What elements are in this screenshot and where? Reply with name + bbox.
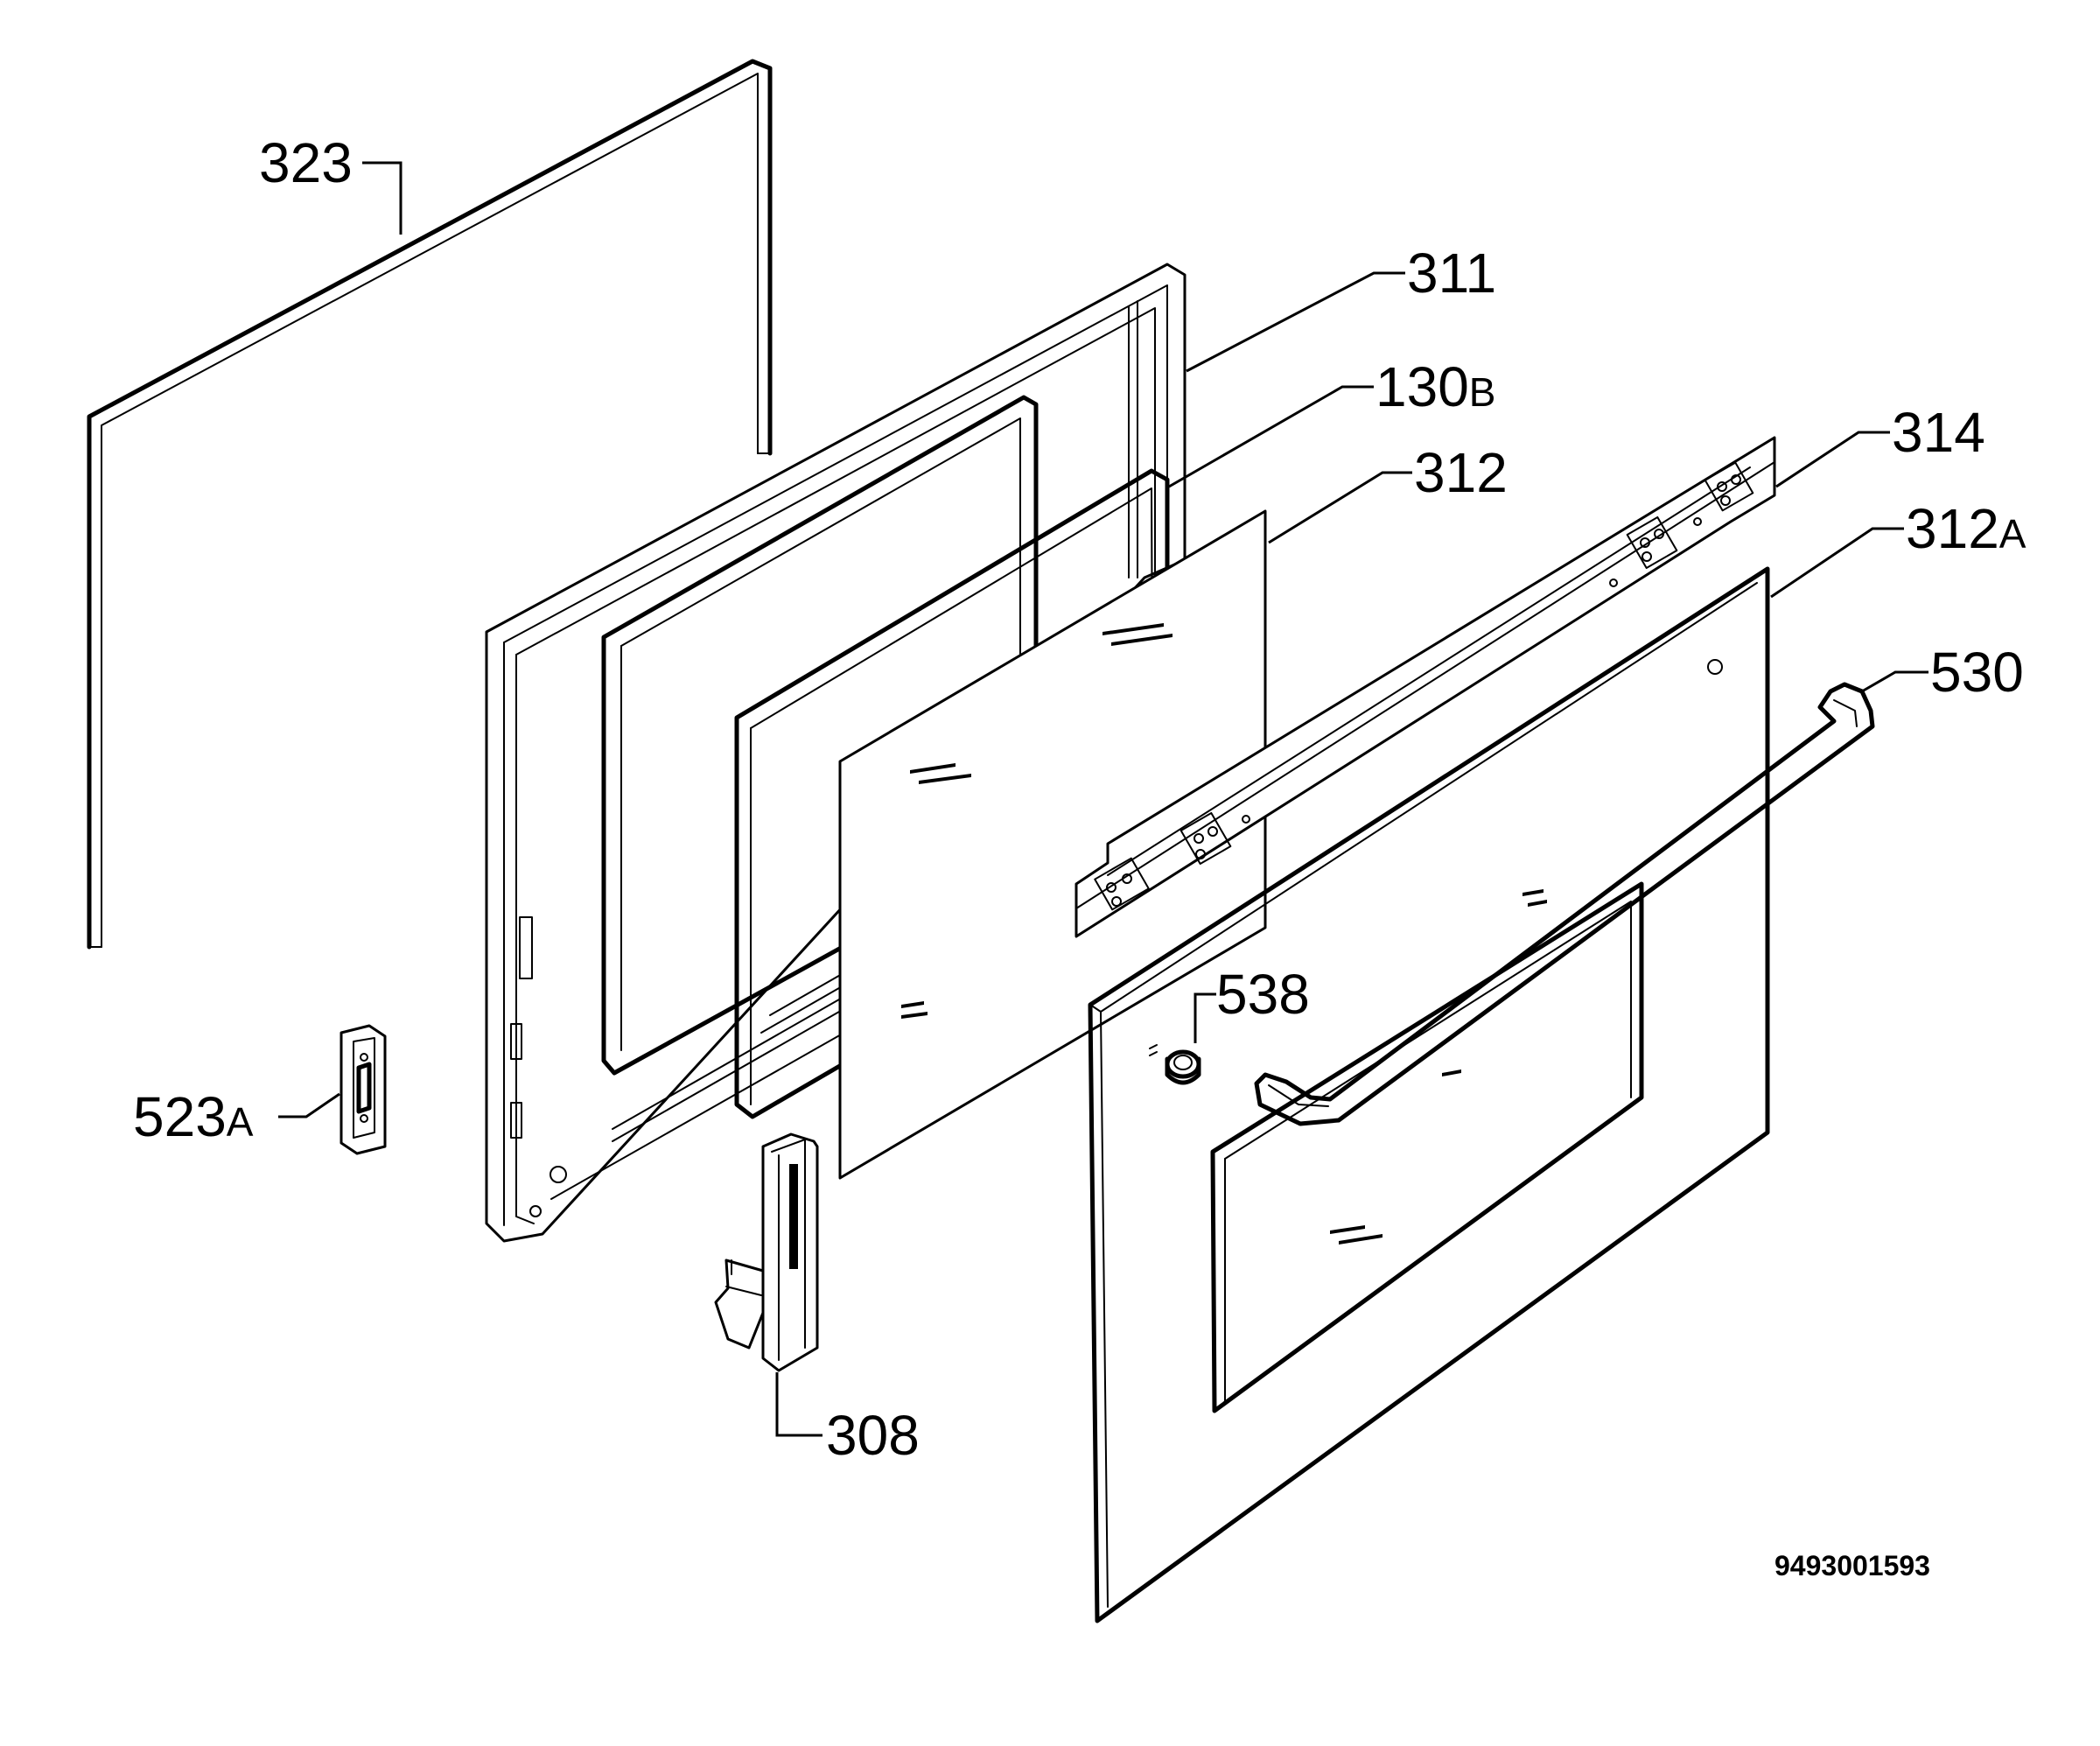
label-314: 314 bbox=[1892, 401, 1985, 464]
label-323: 323 bbox=[259, 131, 353, 194]
label-308: 308 bbox=[826, 1404, 920, 1467]
leader-530 bbox=[1861, 670, 1928, 693]
label-523a: 523A bbox=[133, 1085, 254, 1148]
label-530: 530 bbox=[1930, 641, 2024, 704]
label-130b-number: 130 bbox=[1376, 355, 1469, 418]
part-538-bush bbox=[1149, 1044, 1201, 1085]
label-312a: 312A bbox=[1906, 497, 2026, 560]
leader-538 bbox=[1194, 992, 1216, 1043]
document-code: 9493001593 bbox=[1774, 1550, 1930, 1581]
leader-311 bbox=[1186, 271, 1405, 373]
label-312a-number: 312 bbox=[1906, 497, 1999, 560]
label-312a-suffix: A bbox=[1999, 511, 2026, 557]
label-311: 311 bbox=[1407, 242, 1496, 305]
label-130b: 130B bbox=[1376, 355, 1495, 418]
part-308-hinge bbox=[714, 1132, 819, 1372]
label-523a-number: 523 bbox=[133, 1085, 227, 1148]
leader-523a bbox=[278, 1092, 340, 1118]
label-130b-suffix: B bbox=[1469, 369, 1496, 415]
leader-308 bbox=[775, 1372, 822, 1437]
label-312: 312 bbox=[1414, 441, 1508, 504]
leader-323 bbox=[362, 161, 402, 235]
part-523a-catch-plate bbox=[340, 1024, 387, 1155]
label-538: 538 bbox=[1216, 963, 1310, 1026]
leader-312a bbox=[1770, 527, 1904, 599]
leader-312 bbox=[1268, 471, 1412, 544]
label-523a-suffix: A bbox=[227, 1099, 254, 1145]
part-312-inner-glass bbox=[838, 509, 1267, 1180]
leader-314 bbox=[1775, 431, 1890, 488]
leader-130b bbox=[1168, 385, 1374, 488]
part-314-door-rail bbox=[1074, 436, 1776, 938]
part-323-door-seal bbox=[87, 59, 773, 950]
part-530-door-handle bbox=[1254, 682, 1875, 1126]
